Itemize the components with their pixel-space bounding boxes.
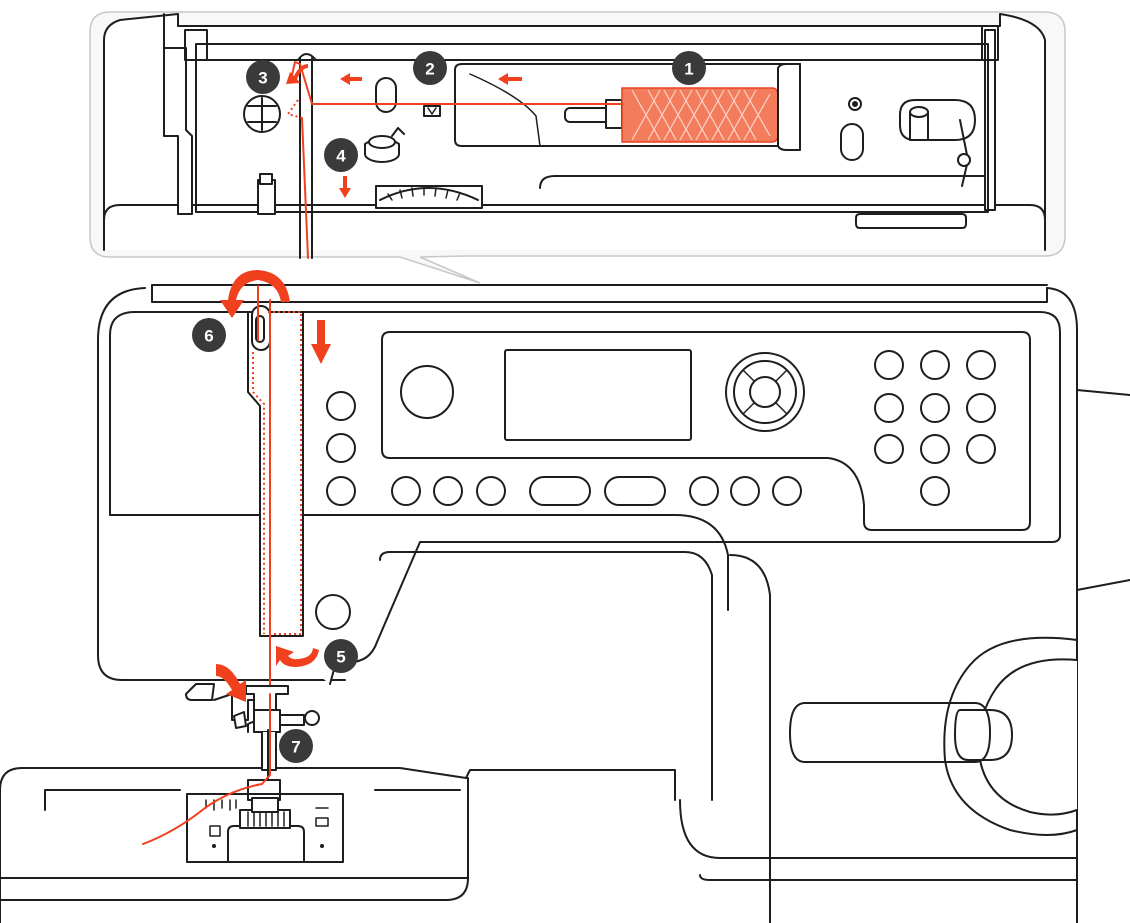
- step-marker-label: 2: [425, 60, 434, 79]
- bottom-buttons[interactable]: [391, 476, 802, 506]
- control-panel: [315, 331, 1031, 630]
- step-marker-5: 5: [324, 639, 358, 673]
- step-marker-4: 4: [324, 138, 358, 172]
- dial[interactable]: [400, 365, 454, 419]
- step-marker-6: 6: [192, 318, 226, 352]
- step-marker-circle: [192, 318, 226, 352]
- step-marker-circle: [413, 51, 447, 85]
- step-marker-label: 1: [684, 60, 693, 79]
- thread-tail: [142, 693, 271, 845]
- step-marker-label: 6: [204, 327, 213, 346]
- upper-thread-path-top: [286, 61, 623, 259]
- machine-top-cover: [103, 13, 1046, 259]
- side-buttons[interactable]: [326, 391, 356, 506]
- step-marker-label: 4: [336, 147, 346, 166]
- arrow-step-6: [220, 270, 290, 318]
- step-markers: 1 2 3 4 5 6 7: [192, 51, 706, 763]
- arrow-step-4: [339, 176, 351, 198]
- presser-foot-assembly: [185, 683, 320, 781]
- lcd-display: [504, 349, 692, 441]
- handwheel: [943, 636, 1078, 836]
- arrow-step-7: [216, 664, 246, 702]
- thread-spool: [564, 63, 801, 151]
- step-marker-circle: [246, 60, 280, 94]
- arrow-step-2: [340, 73, 362, 85]
- step-marker-3: 3: [246, 60, 280, 94]
- step-marker-label: 7: [291, 738, 300, 757]
- lower-side-button[interactable]: [315, 594, 351, 630]
- step-marker-circle: [672, 51, 706, 85]
- arrow-step-5: [276, 646, 319, 667]
- keypad[interactable]: [874, 350, 996, 506]
- step-marker-label: 3: [258, 69, 267, 88]
- arrow-down-channel: [311, 320, 331, 364]
- bobbin-winder-tension: [364, 127, 405, 163]
- step-marker-label: 5: [336, 648, 345, 667]
- arrow-step-1: [498, 73, 522, 85]
- step-marker-2: 2: [413, 51, 447, 85]
- top-view-callout: [89, 11, 1066, 284]
- step-marker-circle: [324, 639, 358, 673]
- arrow-step-3: [286, 64, 308, 84]
- needle-plate: [186, 779, 344, 863]
- step-marker-7: 7: [279, 729, 313, 763]
- step-marker-circle: [324, 138, 358, 172]
- take-up-lever-channel: [247, 285, 304, 695]
- handle-slot: [789, 702, 991, 763]
- step-marker-circle: [279, 729, 313, 763]
- dpad[interactable]: [725, 352, 805, 432]
- step-marker-1: 1: [672, 51, 706, 85]
